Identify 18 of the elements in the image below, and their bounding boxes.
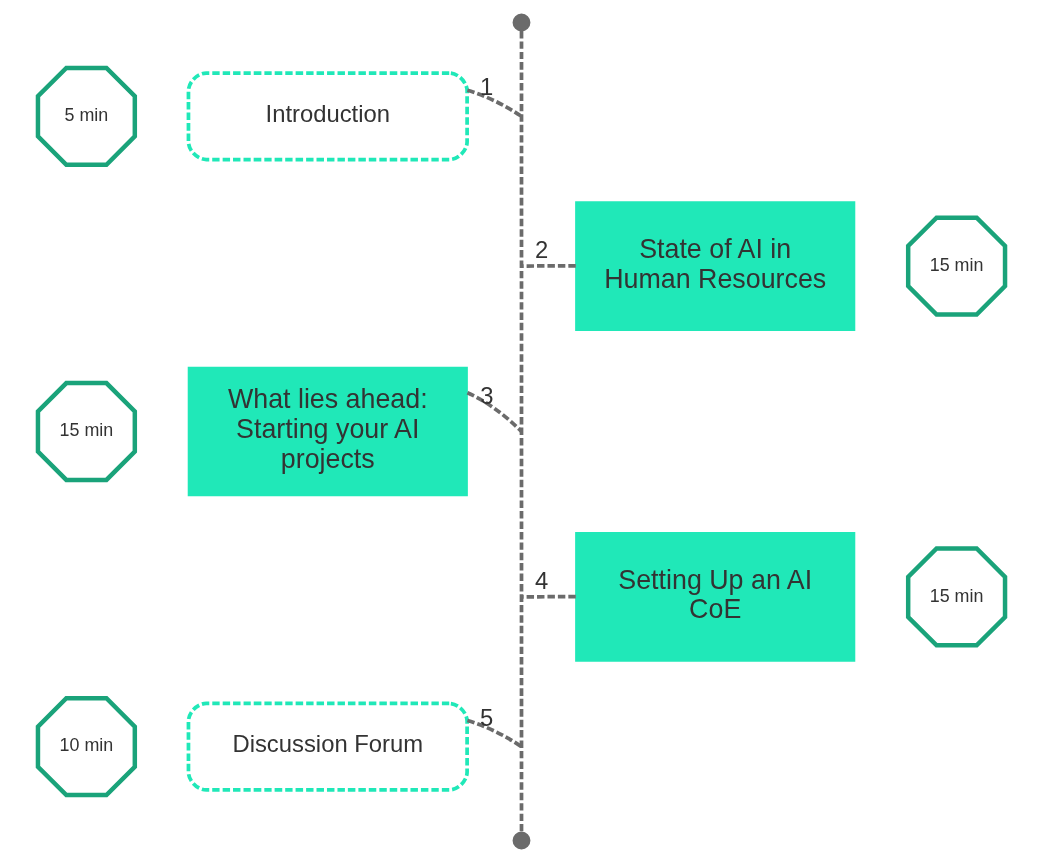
node-box: State of AI in Human Resources: [575, 201, 856, 331]
edge-label: 1: [479, 73, 494, 101]
connector: [466, 88, 522, 118]
node-circle: [512, 831, 531, 850]
connector: [466, 718, 522, 748]
edge-label: 3: [480, 382, 494, 410]
node-box: What lies ahead: Starting your AI projects: [187, 366, 468, 497]
connector: [466, 391, 523, 433]
node-box: Introduction: [186, 71, 469, 162]
edge-label: 5: [479, 703, 494, 731]
edge-label: 2: [534, 236, 549, 264]
node-box: Setting Up an AI CoE: [575, 532, 856, 662]
connector: [522, 263, 576, 268]
connector: [519, 31, 524, 832]
edge-label: 4: [534, 566, 549, 594]
node-box: Discussion Forum: [186, 701, 469, 792]
node-circle: [512, 13, 531, 32]
connector: [522, 594, 576, 599]
